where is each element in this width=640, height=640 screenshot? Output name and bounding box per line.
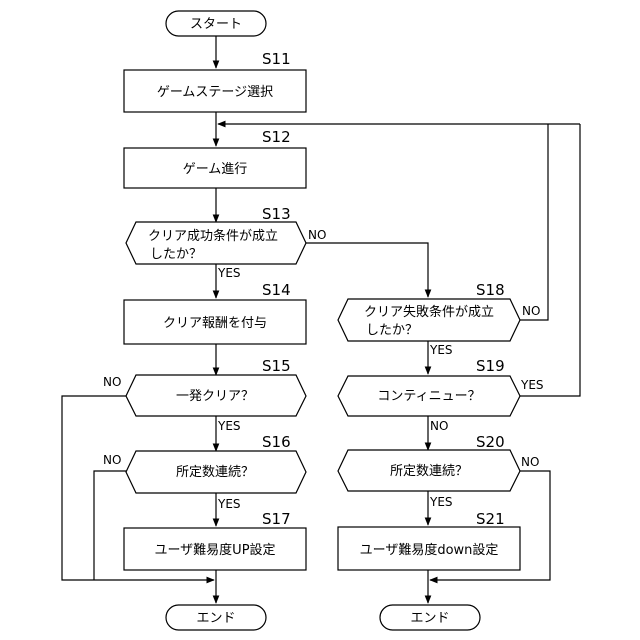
s21-label: ユーザ難易度down設定 [360, 542, 499, 558]
s18-label-line2: したか？ [366, 323, 418, 338]
step-s21: S21 [476, 510, 505, 528]
arrow-s18-no-loop [520, 124, 548, 320]
s20-label: 所定数連続？ [390, 464, 468, 479]
s16-no-label: NO [103, 453, 121, 467]
step-s20: S20 [476, 433, 505, 451]
s19-yes-label: YES [520, 378, 544, 392]
step-s12: S12 [262, 128, 291, 146]
step-s14: S14 [262, 281, 291, 299]
step-s16: S16 [262, 433, 291, 451]
s15-yes-label: YES [217, 419, 241, 433]
step-s17: S17 [262, 510, 291, 528]
s19-no-label: NO [430, 419, 448, 433]
s18-yes-label: YES [429, 343, 453, 357]
step-s15: S15 [262, 357, 291, 375]
s13-yes-label: YES [217, 266, 241, 280]
s15-no-label: NO [103, 375, 121, 389]
end-left-label: エンド [196, 611, 235, 626]
end-right-label: エンド [410, 611, 449, 626]
s19-label: コンティニュー？ [377, 389, 480, 404]
s18-label-line1: クリア失敗条件が成立 [364, 304, 494, 320]
s15-label: 一発クリア？ [176, 389, 254, 404]
s13-label-line1: クリア成功条件が成立 [148, 228, 278, 244]
s20-yes-label: YES [429, 495, 453, 509]
step-s11: S11 [262, 50, 291, 68]
s16-label: 所定数連続？ [176, 465, 254, 480]
s16-yes-label: YES [217, 497, 241, 511]
s13-no-label: NO [308, 228, 326, 242]
start-label: スタート [190, 17, 242, 32]
s13-label-line2: したか？ [150, 247, 202, 262]
step-s13: S13 [262, 205, 291, 223]
s11-label: ゲームステージ選択 [157, 85, 273, 100]
s17-label: ユーザ難易度UP設定 [154, 542, 275, 558]
arrow-s13-no-s18 [306, 243, 428, 297]
s20-no-label: NO [521, 455, 539, 469]
step-s19: S19 [476, 357, 505, 375]
s12-label: ゲーム進行 [183, 162, 248, 177]
arrow-s19-yes-loop [520, 124, 580, 396]
s18-no-label: NO [522, 304, 540, 318]
s14-label: クリア報酬を付与 [163, 316, 267, 331]
step-s18: S18 [476, 281, 505, 299]
arrow-s16-no-merge [94, 471, 126, 580]
